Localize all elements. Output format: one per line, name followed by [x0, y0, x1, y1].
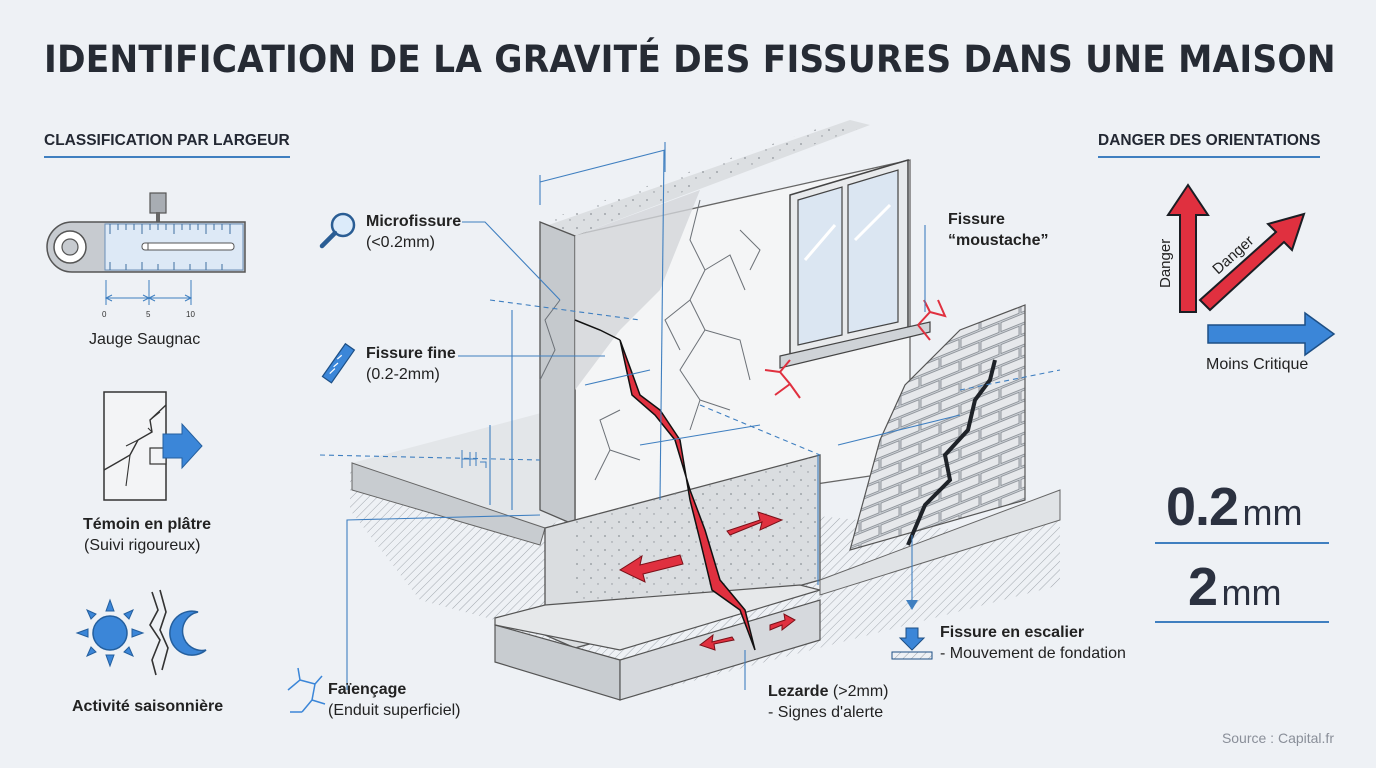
diagonal-danger-arrow-icon: [1198, 212, 1306, 312]
plaster-witness-icon: [103, 391, 203, 501]
stair-crack-label: Fissure en escalier: [940, 624, 1085, 641]
window-illustration: [779, 158, 931, 369]
microfissure-label: Microfissure: [366, 213, 462, 230]
ruler-icon: [321, 342, 356, 384]
threshold-2-unit: mm: [1221, 572, 1282, 613]
plaster-sublabel: (Suivi rigoureux): [84, 537, 201, 554]
vertical-danger-arrow-icon: [1166, 183, 1210, 313]
crazing-label: Faïençage: [328, 681, 407, 698]
fine-crack-label: Fissure fine: [366, 345, 456, 362]
plaster-label: Témoin en plâtre: [83, 516, 212, 533]
lezarde-sub: - Signes d'alerte: [768, 704, 884, 721]
classification-heading: CLASSIFICATION PAR LARGEUR: [44, 132, 290, 158]
gauge-tick-5: 5: [146, 310, 151, 319]
threshold-1-value: 0.2: [1166, 477, 1239, 537]
threshold-divider-1: [1155, 542, 1329, 544]
source-credit: Source : Capital.fr: [1221, 730, 1334, 746]
lezarde-label: Lezarde (>2mm): [768, 682, 888, 702]
moustache-sub: “moustache”: [948, 232, 1049, 249]
seasonal-activity-icon: [75, 589, 207, 676]
crazing-sub: (Enduit superficiel): [328, 702, 461, 719]
horizontal-arrow-icon: [1207, 311, 1336, 357]
threshold-divider-2: [1155, 621, 1329, 623]
fine-crack-sub: (0.2-2mm): [366, 366, 440, 383]
moustache-label: Fissure: [948, 211, 1005, 228]
gauge-tick-0: 0: [102, 310, 107, 319]
gauge-tick-10: 10: [186, 310, 195, 319]
saugnac-gauge-icon: [46, 192, 246, 305]
magnifier-icon: [319, 212, 356, 249]
less-critical-label: Moins Critique: [1206, 356, 1309, 373]
vertical-danger-label: Danger: [1157, 239, 1174, 288]
microfissure-sub: (<0.2mm): [366, 234, 435, 251]
stair-crack-sub: - Mouvement de fondation: [940, 645, 1126, 662]
threshold-2mm: 2 mm: [1188, 556, 1281, 618]
orientation-heading: DANGER DES ORIENTATIONS: [1098, 132, 1321, 158]
gauge-label: Jauge Saugnac: [89, 331, 201, 348]
seasonal-label: Activité saisonnière: [72, 698, 224, 715]
threshold-0-2mm: 0.2 mm: [1166, 476, 1303, 538]
crazing-icon: [287, 667, 326, 713]
lezarde-title: Lezarde: [768, 683, 829, 700]
threshold-1-unit: mm: [1242, 492, 1303, 533]
foundation-icon: [891, 627, 933, 660]
lezarde-detail: (>2mm): [828, 683, 889, 700]
page-title: IDENTIFICATION DE LA GRAVITÉ DES FISSURE…: [44, 38, 1336, 81]
threshold-2-value: 2: [1188, 557, 1218, 617]
